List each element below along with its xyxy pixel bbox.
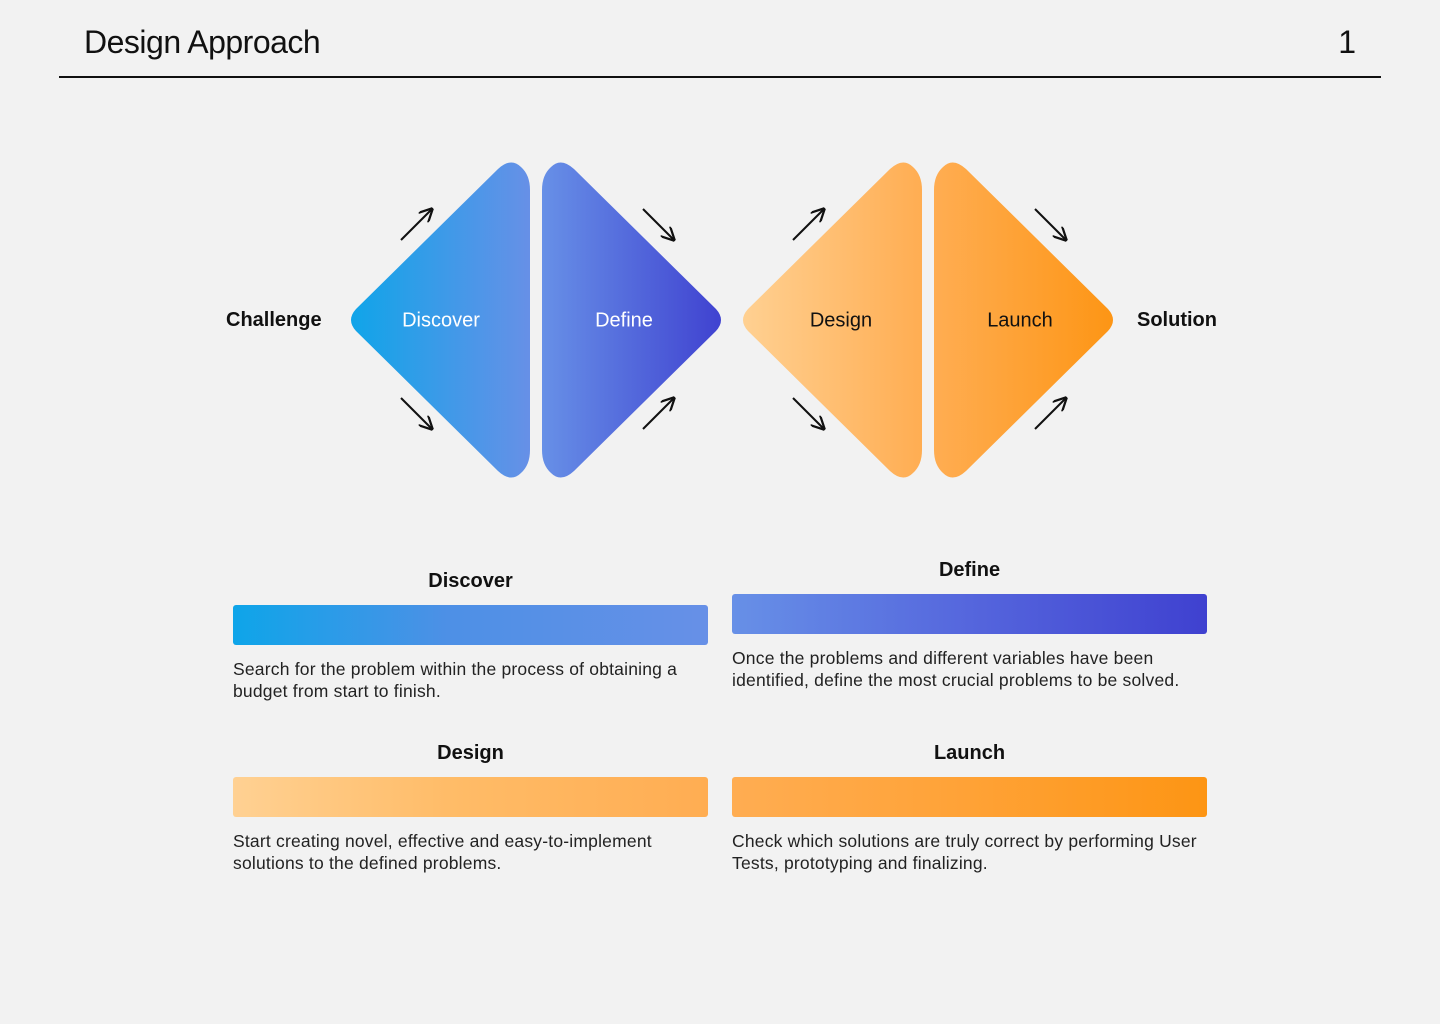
stage-card-define: Define Once the problems and different v… [732, 559, 1207, 691]
stage-card-design: Design Start creating novel, effective a… [233, 742, 708, 874]
header-divider [59, 76, 1381, 78]
discover-half-diamond [351, 162, 530, 478]
arrow-down-right-icon [642, 208, 674, 240]
page-number: 1 [1338, 24, 1356, 60]
stage-description: Start creating novel, effective and easy… [233, 831, 652, 873]
stage-card-launch: Launch Check which solutions are truly c… [732, 742, 1207, 874]
double-diamond-diagram: Challenge Solution [226, 162, 1217, 478]
define-half-diamond [542, 162, 721, 478]
stage-gradient-bar [233, 605, 708, 645]
define-shape-label: Define [595, 309, 653, 331]
stage-description: Once the problems and different variable… [732, 648, 1180, 690]
stage-title: Launch [933, 742, 1006, 764]
diamond-shapes: Discover Define Design Launch [351, 162, 1113, 478]
launch-half-diamond [934, 162, 1113, 478]
challenge-label: Challenge [226, 309, 322, 331]
stage-gradient-bar [233, 777, 708, 817]
arrow-up-right-icon [1034, 398, 1066, 430]
stage-title: Define [938, 559, 1001, 581]
arrow-up-right-icon [400, 209, 432, 241]
arrow-down-right-icon [1034, 208, 1066, 240]
arrow-down-right-icon [400, 397, 432, 429]
stage-title: Discover [428, 570, 513, 592]
stage-description: Search for the problem within the proces… [233, 659, 678, 701]
stage-title: Design [437, 742, 504, 764]
design-shape-label: Design [810, 309, 872, 331]
page-title: Design Approach [84, 24, 321, 60]
stage-gradient-bar [732, 777, 1207, 817]
discover-shape-label: Discover [402, 309, 480, 331]
arrow-down-right-icon [792, 397, 824, 429]
solution-label: Solution [1137, 309, 1217, 331]
stage-description: Check which solutions are truly correct … [732, 831, 1197, 873]
launch-shape-label: Launch [987, 309, 1053, 331]
stage-card-discover: Discover Search for the problem within t… [233, 570, 708, 702]
stage-gradient-bar [732, 594, 1207, 634]
arrow-up-right-icon [642, 398, 674, 430]
arrow-up-right-icon [792, 209, 824, 241]
design-half-diamond [743, 162, 922, 478]
